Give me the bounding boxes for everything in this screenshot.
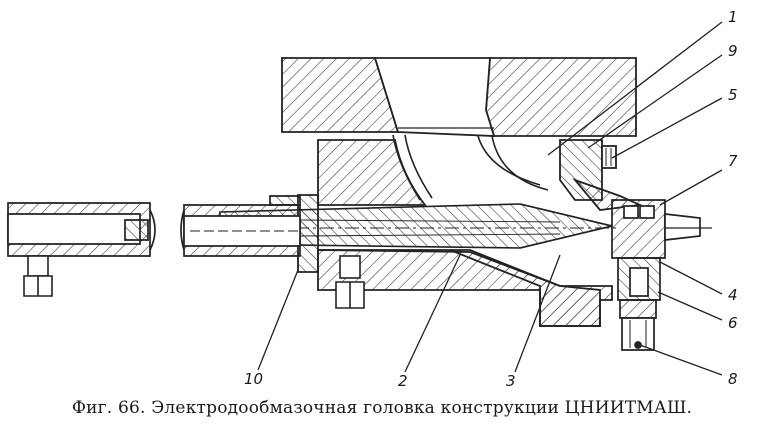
callout-2: 2: [398, 372, 408, 390]
nozzle-assembly: [611, 199, 712, 351]
cross-section-drawing: 1 9 5 7 4 6 8 3 2 10: [7, 8, 738, 390]
support-bolt-right: [335, 255, 365, 309]
leader-lines: [257, 21, 723, 376]
callout-4: 4: [728, 286, 738, 304]
hopper-liner: [392, 134, 549, 201]
support-bolt-left: [23, 255, 53, 297]
callout-1: 1: [728, 8, 738, 26]
figure-caption: Фиг. 66. Электродообмазочная головка кон…: [71, 398, 693, 418]
callout-9: 9: [728, 42, 738, 60]
callout-3: 3: [506, 372, 516, 390]
main-body: [297, 139, 644, 327]
callout-8: 8: [728, 370, 738, 388]
callout-10: 10: [244, 370, 263, 388]
callout-7: 7: [728, 152, 738, 170]
callout-5: 5: [728, 86, 738, 104]
callout-6: 6: [728, 314, 738, 332]
top-die-block: [281, 57, 637, 137]
feed-tube: [7, 195, 301, 257]
